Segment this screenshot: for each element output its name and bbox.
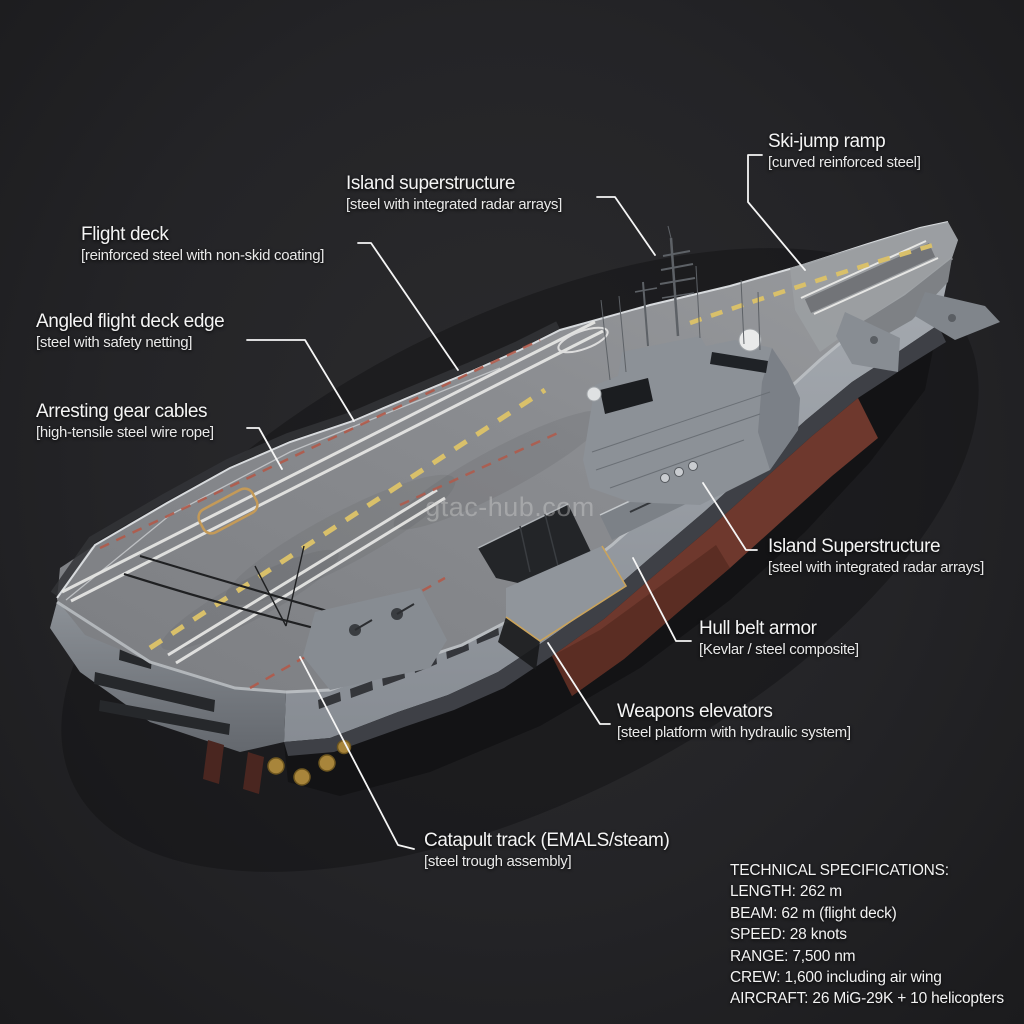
spec-aircraft: AIRCRAFT: 26 MiG-29K + 10 helicopters xyxy=(730,990,1004,1008)
leader-flight-deck xyxy=(357,242,459,371)
aft-gun-sponson xyxy=(303,588,447,690)
label-angled-flight-deck-edge-subtitle: [steel with safety netting] xyxy=(36,334,193,351)
label-island-superstructure-right: Island Superstructure [steel with integr… xyxy=(768,536,984,577)
foul-line-1 xyxy=(99,338,541,550)
helo-spot-forward xyxy=(557,326,609,354)
ramp-front-face xyxy=(862,258,952,345)
elevator-underside-shadow xyxy=(498,617,540,670)
helo-spot xyxy=(197,487,259,535)
masts xyxy=(600,225,761,381)
label-island-superstructure-right-subtitle: [steel with integrated radar arrays] xyxy=(768,559,984,576)
label-weapons-elevators: Weapons elevators [steel platform with h… xyxy=(617,701,851,742)
label-angled-flight-deck-edge: Angled flight deck edge [steel with safe… xyxy=(36,311,225,352)
label-island-superstructure-top-subtitle: [steel with integrated radar arrays] xyxy=(346,196,562,213)
radome xyxy=(738,328,762,352)
leader-catapult-track xyxy=(299,656,415,850)
centerline-axial xyxy=(689,240,941,326)
hangar-recess-detail xyxy=(519,513,559,573)
label-weapons-elevators-subtitle: [steel platform with hydraulic system] xyxy=(617,724,851,741)
label-ski-jump-ramp-subtitle: [curved reinforced steel] xyxy=(768,154,921,171)
safety-netting xyxy=(50,321,560,597)
runway-lines xyxy=(61,320,604,665)
foul-line-3 xyxy=(399,430,561,507)
spec-range: RANGE: 7,500 nm xyxy=(730,947,856,965)
spec-length: LENGTH: 262 m xyxy=(730,883,842,901)
ramp-track-border-right xyxy=(813,257,939,315)
spec-speed: SPEED: 28 knots xyxy=(730,926,847,944)
rudders xyxy=(203,740,264,794)
leader-arresting-gear-cables xyxy=(246,427,283,470)
funnel-intake xyxy=(600,378,653,414)
label-flight-deck-subtitle: [reinforced steel with non-skid coating] xyxy=(81,247,325,264)
label-hull-belt-armor-subtitle: [Kevlar / steel composite] xyxy=(699,641,859,658)
label-catapult-track-title: Catapult track (EMALS/steam) xyxy=(424,830,670,851)
label-island-superstructure-top: Island superstructure [steel with integr… xyxy=(346,173,562,214)
label-flight-deck: Flight deck [reinforced steel with non-s… xyxy=(81,224,324,265)
ramp-track xyxy=(804,243,936,313)
label-weapons-elevators-title: Weapons elevators xyxy=(617,701,773,722)
label-catapult-track-subtitle: [steel trough assembly] xyxy=(424,853,572,870)
ciws-guns xyxy=(660,461,698,483)
leader-hull-belt-armor xyxy=(632,557,692,642)
hangar-recess-edge xyxy=(477,503,569,549)
label-ski-jump-ramp: Ski-jump ramp [curved reinforced steel] xyxy=(768,131,921,172)
label-island-superstructure-right-title: Island Superstructure xyxy=(768,536,941,557)
bow-sponsons xyxy=(836,292,1000,372)
island-superstructure-shape xyxy=(583,328,800,505)
centerline-angled xyxy=(148,387,547,651)
label-hull-belt-armor-title: Hull belt armor xyxy=(699,618,817,639)
specs-heading: TECHNICAL SPECIFICATIONS: xyxy=(730,862,949,879)
annotation-leaders xyxy=(246,154,806,850)
elevator-trim xyxy=(505,545,628,642)
label-hull-belt-armor: Hull belt armor [Kevlar / steel composit… xyxy=(699,618,859,659)
satcom-dome xyxy=(586,386,602,402)
watermark: gtac-hub.com xyxy=(425,492,595,522)
spec-crew: CREW: 1,600 including air wing xyxy=(730,969,942,987)
label-angled-flight-deck-edge-title: Angled flight deck edge xyxy=(36,311,225,332)
leader-island-superstructure-right xyxy=(702,482,758,551)
label-arresting-gear-cables-subtitle: [high-tensile steel wire rope] xyxy=(36,424,214,441)
propellers xyxy=(267,739,352,786)
weapons-elevator-platform xyxy=(506,546,626,641)
technical-specifications: TECHNICAL SPECIFICATIONS: LENGTH: 262 m … xyxy=(730,860,1004,1010)
bridge-windows xyxy=(710,352,768,373)
ramp-track-border-left xyxy=(800,240,927,299)
deck-weathering xyxy=(161,410,607,651)
label-flight-deck-title: Flight deck xyxy=(81,224,169,245)
stern-edge-rounddown xyxy=(56,600,287,694)
leader-weapons-elevators xyxy=(547,642,611,725)
label-catapult-track: Catapult track (EMALS/steam) [steel trou… xyxy=(424,830,670,871)
leader-angled-flight-deck-edge xyxy=(246,339,355,422)
leader-island-superstructure-top xyxy=(596,196,656,256)
label-island-superstructure-top-title: Island superstructure xyxy=(346,173,516,194)
label-arresting-gear-cables-title: Arresting gear cables xyxy=(36,401,208,422)
stern-openings xyxy=(94,648,230,735)
label-arresting-gear-cables: Arresting gear cables [high-tensile stee… xyxy=(36,401,214,442)
inner-edge-white-line xyxy=(65,367,501,601)
spec-beam: BEAM: 62 m (flight deck) xyxy=(730,904,897,922)
leader-ski-jump-ramp xyxy=(747,154,806,271)
label-ski-jump-ramp-title: Ski-jump ramp xyxy=(768,131,886,152)
lower-hull-shade xyxy=(552,545,730,696)
